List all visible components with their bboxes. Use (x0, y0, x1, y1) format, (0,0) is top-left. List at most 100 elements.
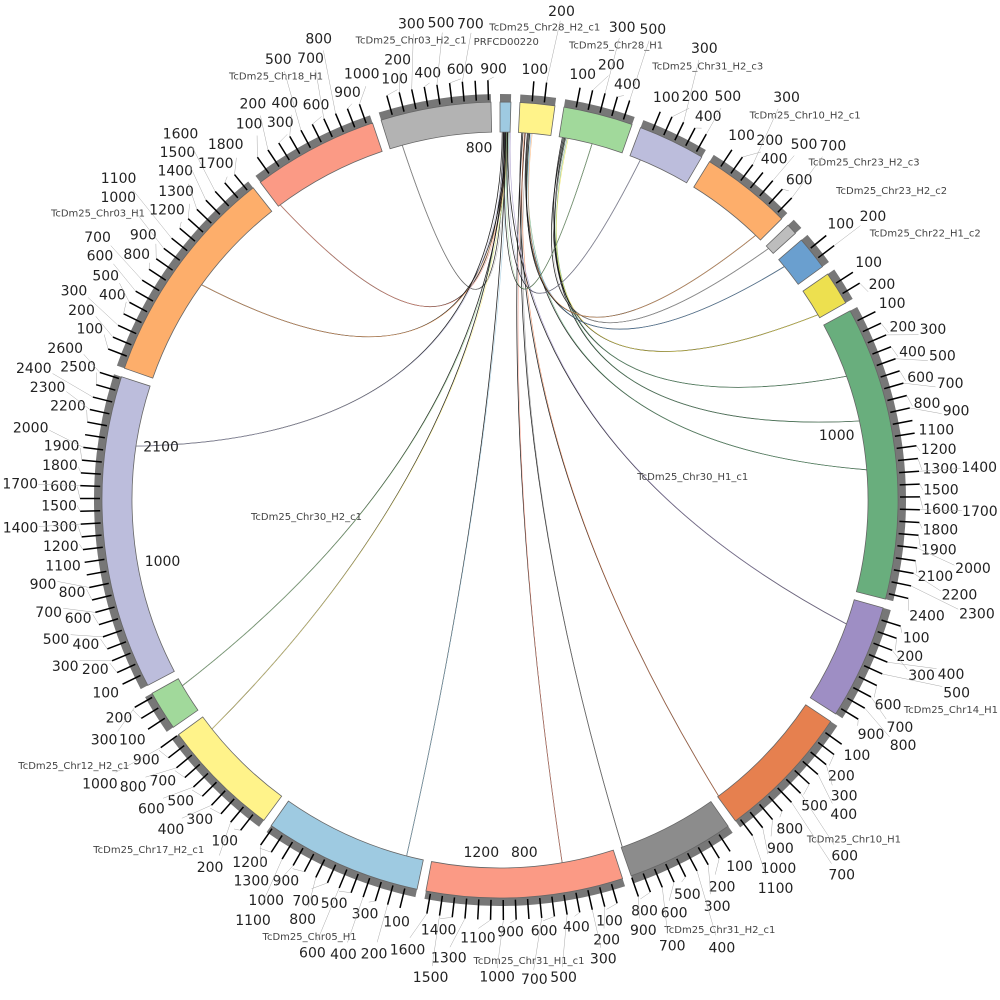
tick-leader-line (592, 909, 602, 948)
tick-label: 1000 (100, 190, 136, 206)
tick-label: 900 (130, 227, 157, 243)
tick-mark (311, 123, 322, 143)
tick-label: 1100 (918, 423, 954, 439)
tick-label: 100 (726, 859, 753, 875)
tick-mark (817, 741, 835, 756)
segment-PRFCD00220 (499, 94, 512, 133)
tick-leader-line (917, 458, 923, 471)
tick-leader-line (671, 108, 690, 118)
tick-label: 300 (186, 812, 213, 828)
tick-leader-line (191, 789, 203, 797)
tick-label: 100 (76, 321, 103, 337)
tick-label: 800 (890, 738, 917, 754)
tick-mark (740, 164, 754, 182)
tick-mark (863, 664, 883, 675)
tick-leader-line (95, 316, 114, 338)
tick-leader-line (409, 913, 428, 938)
tick-leader-line (145, 767, 177, 778)
segment-label: TcDm25_Chr17_H2_c1 (92, 845, 204, 856)
tick-mark (749, 172, 764, 189)
tick-leader-line (109, 662, 118, 673)
tick-label: 100 (92, 685, 119, 701)
tick-mark (160, 735, 178, 749)
tick-leader-line (158, 750, 169, 759)
tick-leader-line (834, 225, 861, 246)
tick-label: 1000 (479, 969, 515, 985)
tick-mark (663, 116, 673, 136)
tick-mark (777, 197, 793, 213)
segment-bar (823, 310, 899, 600)
tick-label: 1700 (198, 156, 234, 172)
tick-mark (281, 841, 294, 860)
tick-mark (476, 899, 480, 920)
tick-leader-line (188, 183, 198, 210)
tick-label: 100 (844, 748, 871, 764)
tick-label: 700 (84, 230, 111, 246)
tick-label: 300 (831, 788, 858, 804)
tick-mark (224, 182, 239, 199)
tick-label: 500 (265, 52, 292, 68)
tick-mark (448, 82, 453, 103)
tick-mark (868, 653, 888, 663)
segment-scale-band (93, 374, 148, 690)
tick-mark (526, 898, 530, 920)
tick-mark (270, 835, 283, 853)
tick-label: 400 (709, 940, 736, 956)
tick-leader-line (219, 822, 231, 856)
tick-mark (785, 778, 802, 794)
tick-leader-line (606, 903, 618, 910)
tick-label: 200 (548, 4, 575, 20)
tick-label: 200 (384, 52, 411, 68)
segment-TcDm25_Chr31_H1_c1 (424, 849, 626, 920)
tick-label: 1000 (145, 554, 181, 570)
tick-label: 100 (521, 62, 548, 78)
tick-leader-line (900, 626, 902, 633)
tick-label: 700 (659, 938, 686, 954)
segment-bar (380, 101, 493, 150)
segment-scale-band (116, 181, 254, 369)
segment-bar (177, 716, 283, 821)
tick-mark (487, 80, 490, 101)
tick-mark (899, 520, 920, 524)
tick-label: 400 (158, 822, 185, 838)
tick-label: 1900 (44, 439, 80, 455)
tick-mark (768, 188, 783, 205)
tick-leader-line (604, 38, 620, 94)
tick-mark (82, 546, 103, 551)
segment-scale-band (640, 120, 706, 157)
tick-mark (898, 532, 919, 537)
segment-label: TcDm25_Chr05_H1 (262, 932, 357, 943)
tick-label: 900 (334, 85, 361, 101)
tick-label: 600 (138, 801, 165, 817)
tick-mark (220, 798, 235, 815)
tick-label: 500 (92, 268, 119, 284)
tick-label: 400 (563, 920, 590, 936)
tick-label: 700 (887, 720, 914, 736)
tick-leader-line (92, 614, 100, 625)
tick-leader-line (359, 86, 367, 105)
tick-mark (876, 358, 896, 367)
tick-label: 100 (855, 255, 882, 271)
segment-TcDm25_Chr23_H2_c2 (778, 234, 835, 285)
tick-leader-line (76, 486, 81, 499)
tick-mark (665, 863, 675, 883)
segment-scale-band (850, 306, 906, 602)
tick-mark (759, 180, 774, 197)
tick-leader-line (681, 876, 686, 883)
tick-leader-line (911, 585, 959, 610)
tick-label: 600 (303, 97, 330, 113)
tick-leader-line (181, 804, 212, 819)
tick-mark (651, 111, 661, 131)
tick-mark (436, 84, 441, 105)
tick-label: 500 (943, 685, 970, 701)
tick-label: 1100 (235, 913, 271, 929)
tick-mark (201, 781, 218, 797)
segment-label: TcDm25_Chr12_H2_c1 (17, 761, 129, 772)
link-TcDm25_Chr10_H1-to-TcDm25_Chr28_H2_c1 (519, 132, 719, 797)
tick-label: 100 (653, 90, 680, 106)
tick-mark (610, 883, 618, 904)
tick-mark (611, 96, 619, 117)
segment-bar (151, 678, 199, 728)
tick-label: 2100 (918, 569, 954, 585)
